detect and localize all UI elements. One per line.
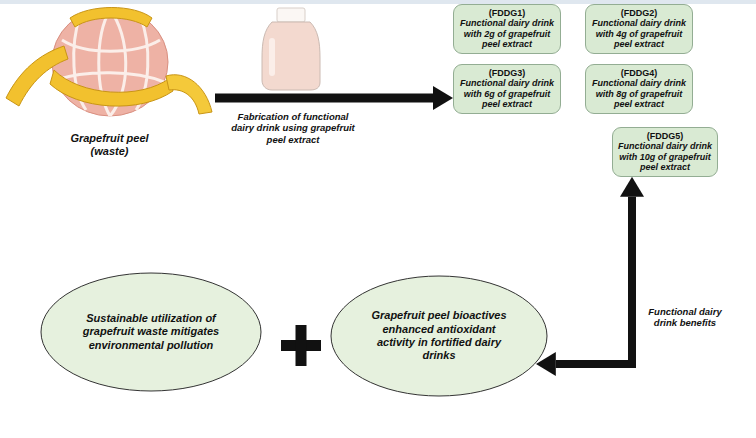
ellipse-shape bbox=[331, 276, 547, 396]
ellipse-text: Grapefruit peel bioactives enhanced anti… bbox=[363, 309, 516, 363]
ellipse-text: Sustainable utilization of grapefruit wa… bbox=[73, 312, 228, 352]
arrow-label: Fabrication of functional dairy drink us… bbox=[226, 111, 360, 145]
box-text: Functional dairy drink with 2g of grapef… bbox=[459, 18, 555, 48]
plus-symbol bbox=[281, 325, 321, 366]
sample-box: (FDDG3)Functional dairy drink with 6g of… bbox=[453, 64, 561, 114]
box-heading: (FDDG4) bbox=[591, 68, 687, 78]
peel-strip bbox=[166, 75, 212, 114]
sample-box: (FDDG5)Functional dairy drink with 10g o… bbox=[612, 127, 718, 177]
flow-arrow bbox=[215, 94, 433, 103]
ellipse-text-area: Sustainable utilization of grapefruit wa… bbox=[40, 272, 262, 392]
flow-arrow bbox=[556, 197, 632, 364]
figure-caption: Grapefruit peel (waste) bbox=[54, 132, 166, 158]
peel-strip bbox=[70, 8, 152, 28]
box-text: Functional dairy drink with 10g of grape… bbox=[618, 141, 712, 171]
ellipse-text-area: Grapefruit peel bioactives enhanced anti… bbox=[330, 275, 548, 397]
jar-neck bbox=[277, 8, 305, 22]
benefit-ellipse: Sustainable utilization of grapefruit wa… bbox=[40, 272, 262, 392]
box-text: Functional dairy drink with 4g of grapef… bbox=[591, 18, 687, 48]
sample-box: (FDDG4)Functional dairy drink with 8g of… bbox=[585, 64, 693, 114]
sample-box: (FDDG2)Functional dairy drink with 4g of… bbox=[585, 4, 693, 54]
peel-strip bbox=[50, 70, 173, 106]
arrow-label: Functional dairy drink benefits bbox=[642, 306, 728, 329]
jar-highlight bbox=[269, 38, 275, 76]
box-heading: (FDDG2) bbox=[591, 8, 687, 18]
jar-figure bbox=[262, 8, 320, 90]
box-text: Functional dairy drink with 6g of grapef… bbox=[459, 78, 555, 108]
box-heading: (FDDG1) bbox=[459, 8, 555, 18]
box-heading: (FDDG3) bbox=[459, 68, 555, 78]
jar-body bbox=[262, 22, 320, 90]
plus-bar bbox=[296, 325, 307, 366]
benefit-ellipse: Grapefruit peel bioactives enhanced anti… bbox=[330, 275, 548, 397]
box-text: Functional dairy drink with 8g of grapef… bbox=[591, 78, 687, 108]
sample-box: (FDDG1)Functional dairy drink with 2g of… bbox=[453, 4, 561, 54]
peel-figure: Grapefruit peel (waste) bbox=[4, 4, 215, 158]
box-heading: (FDDG5) bbox=[618, 131, 712, 141]
ellipse-shape bbox=[41, 273, 261, 391]
grapefruit-figure bbox=[6, 8, 212, 117]
